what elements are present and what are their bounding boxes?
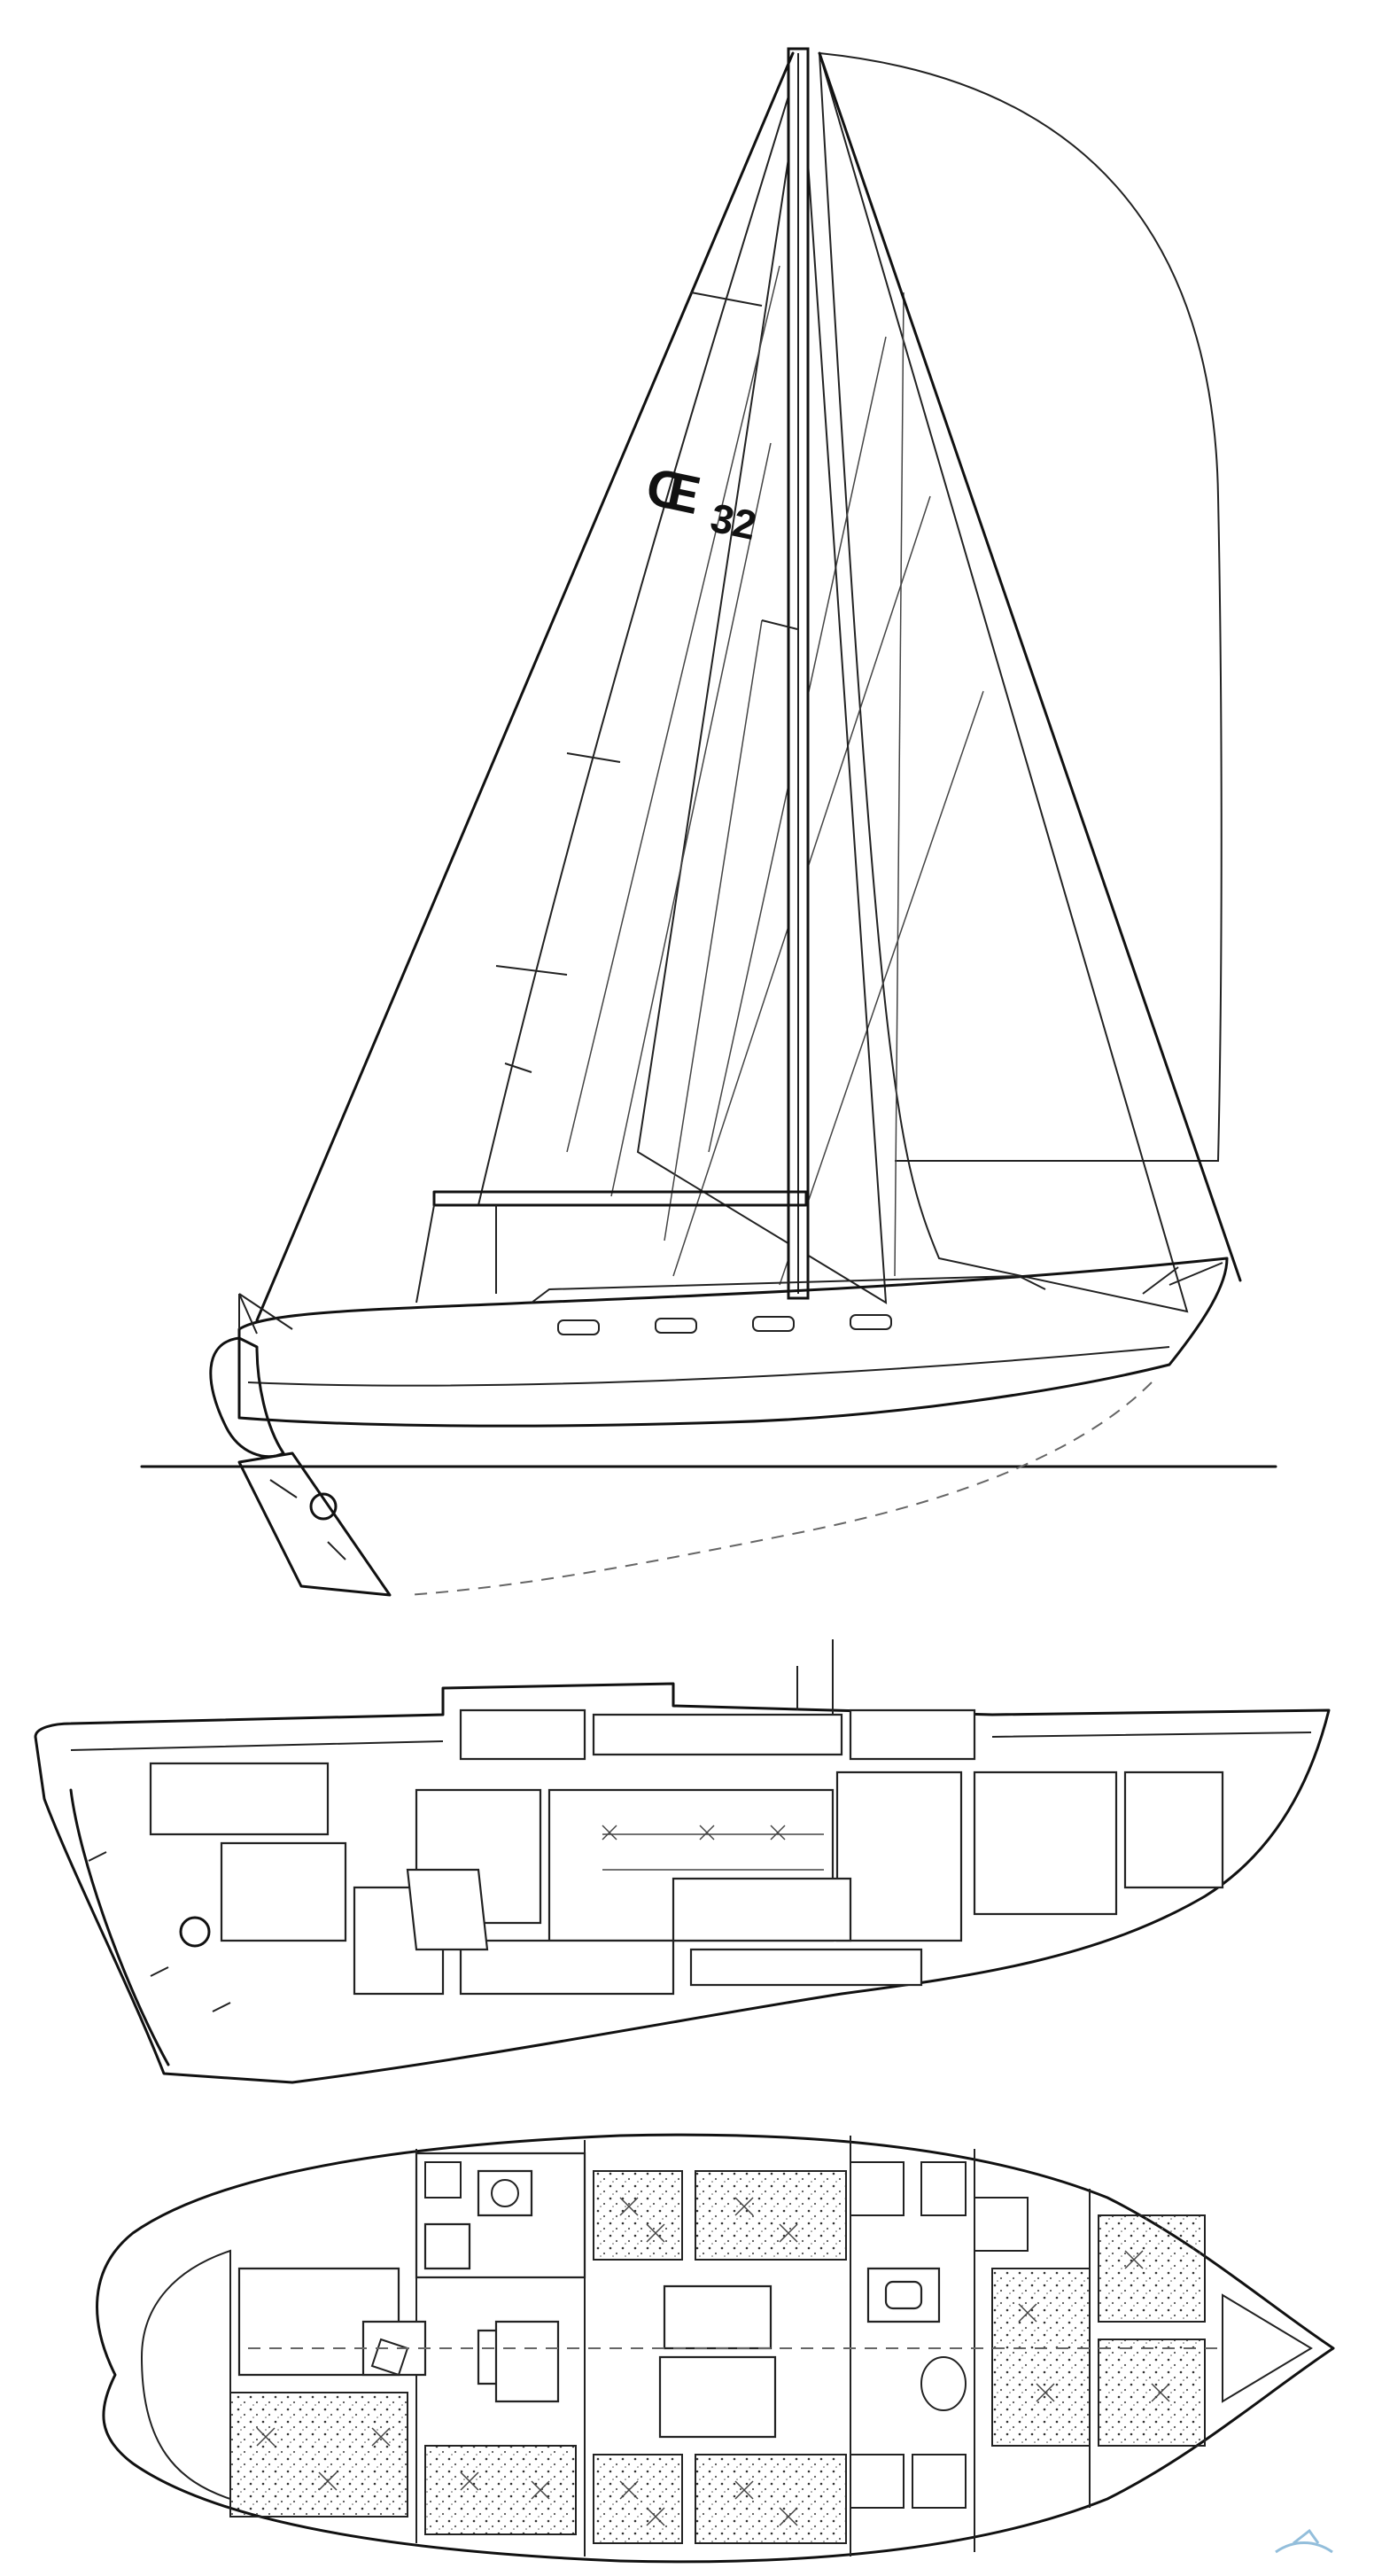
sail-plan: Œ 32 bbox=[142, 49, 1276, 1595]
accommodation-plan bbox=[97, 2135, 1333, 2562]
forestay bbox=[819, 53, 1240, 1280]
boom bbox=[434, 1192, 806, 1205]
profile-hull bbox=[35, 1684, 1329, 2082]
jib-sail bbox=[638, 71, 886, 1303]
engine bbox=[408, 1870, 487, 1950]
backstay bbox=[257, 53, 793, 1320]
portlights bbox=[558, 1315, 891, 1335]
deck-outline bbox=[97, 2135, 1333, 2562]
sail-insignia-symbol: Œ bbox=[641, 456, 706, 525]
heads-compartment bbox=[868, 2269, 966, 2410]
sheer-line bbox=[248, 1347, 1169, 1386]
lockers bbox=[425, 2162, 1028, 2508]
settee-cushions bbox=[230, 2171, 1205, 2543]
cabin-trunk bbox=[532, 1276, 1045, 1303]
bow-pulpit bbox=[1143, 1263, 1223, 1294]
galley bbox=[416, 2153, 585, 2401]
sail-insignia: Œ 32 bbox=[641, 456, 761, 549]
sail-insignia-number: 32 bbox=[707, 494, 761, 549]
propeller-icon bbox=[311, 1494, 336, 1519]
saloon-table bbox=[664, 2286, 771, 2348]
profile-cabinetry bbox=[151, 1710, 1223, 1994]
cushion-x-marks bbox=[257, 2198, 1169, 2525]
stern-transom bbox=[211, 1338, 283, 1457]
jib-seams bbox=[567, 266, 780, 1241]
genoa-seams bbox=[673, 292, 983, 1285]
stern-pushpit bbox=[239, 1294, 292, 1334]
hull-topsides bbox=[239, 1258, 1227, 1426]
toilet-icon bbox=[921, 2357, 966, 2410]
spinnaker-sail bbox=[819, 53, 1222, 1161]
aft-cabin bbox=[239, 2269, 425, 2375]
keel-underbody bbox=[408, 1382, 1152, 1595]
inboard-profile bbox=[35, 1639, 1329, 2082]
profile-stern bbox=[71, 1790, 168, 2065]
profile-cushions bbox=[602, 1825, 824, 1870]
watermark-logo bbox=[1276, 2531, 1332, 2552]
genoa-sail bbox=[819, 53, 1187, 1311]
keel bbox=[239, 1453, 390, 1595]
profile-propeller-icon bbox=[181, 1918, 209, 1946]
batten-marks bbox=[496, 292, 797, 1072]
